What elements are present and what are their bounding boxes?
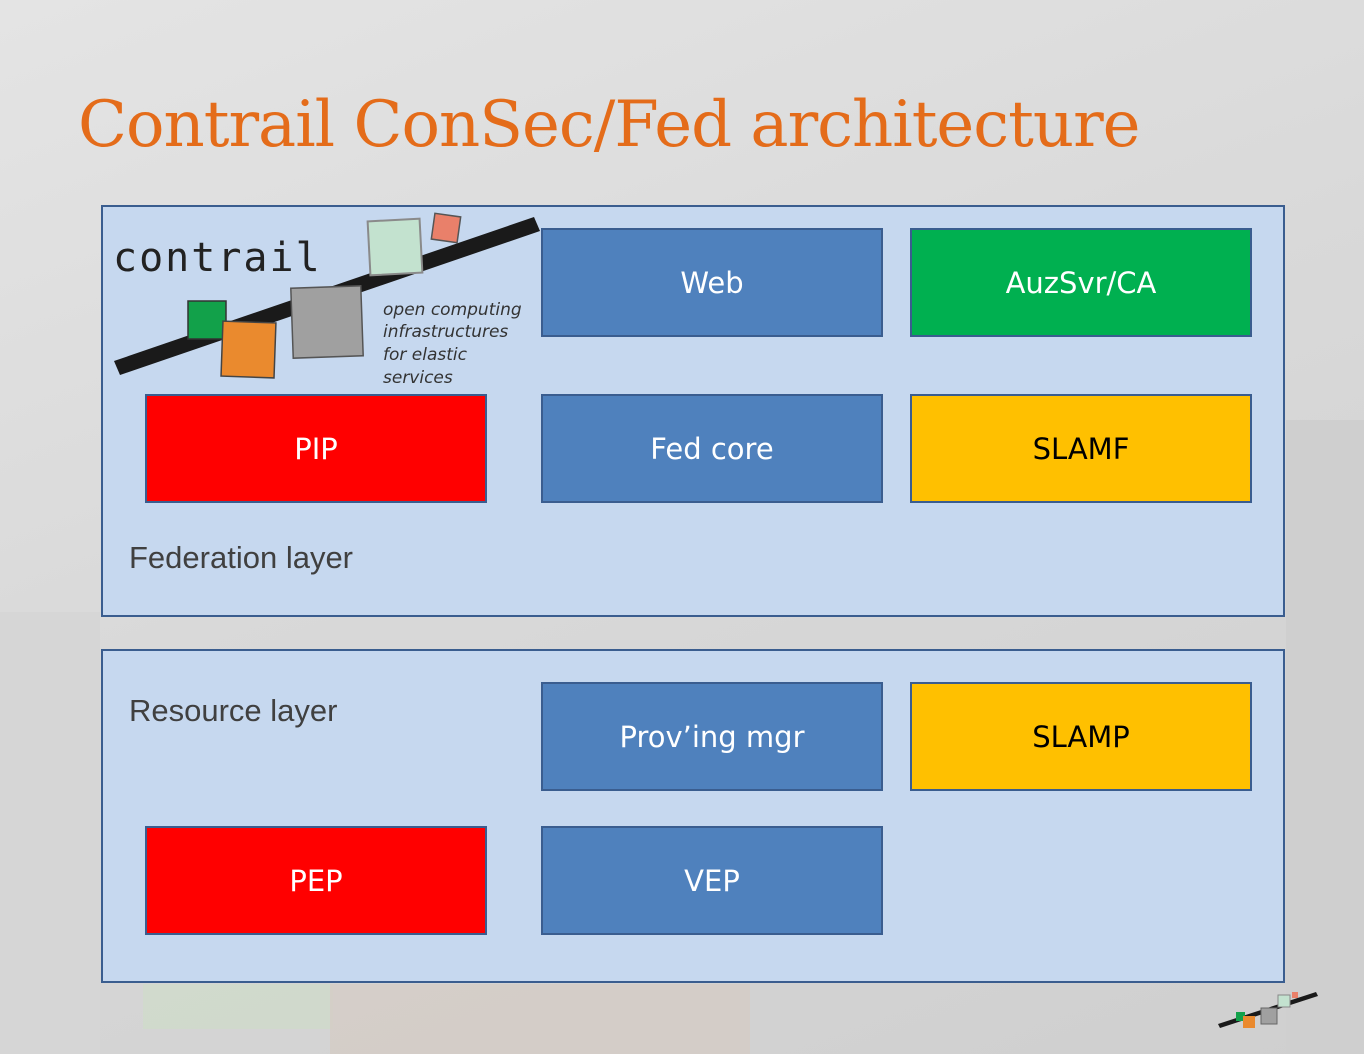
vep-box: VEP: [541, 826, 883, 935]
provisioning-manager-box: Prov’ing mgr: [541, 682, 883, 791]
fed-core-box: Fed core: [541, 394, 883, 503]
logo-wordmark: contrail: [113, 235, 322, 281]
box-label: Prov’ing mgr: [619, 719, 805, 754]
background-tile: [0, 612, 100, 1054]
auzsvr-ca-box: AuzSvr/CA: [910, 228, 1252, 337]
box-label: Fed core: [650, 431, 774, 466]
logo-tagline-line: services: [383, 368, 453, 388]
box-label: VEP: [684, 863, 740, 898]
box-label: SLAMF: [1032, 431, 1130, 466]
logo-tagline-line: infrastructures: [383, 322, 508, 342]
resource-layer: Resource layer Prov’ing mgr SLAMP PEP VE…: [101, 649, 1285, 983]
slide-title: Contrail ConSec/Fed architecture: [78, 88, 1141, 162]
background-tile: [330, 984, 750, 1054]
contrail-logo-icon: contrail open computing infrastructures …: [113, 212, 540, 388]
logo-tagline-line: for elastic: [383, 345, 468, 365]
logo-tagline-line: open computing: [383, 300, 522, 320]
pep-box: PEP: [145, 826, 487, 935]
background-tile: [1286, 420, 1364, 1054]
background-tile: [143, 984, 333, 1029]
box-label: PIP: [294, 431, 338, 466]
box-label: AuzSvr/CA: [1005, 265, 1157, 300]
contrail-corner-logo-icon: [1218, 992, 1318, 1028]
web-box: Web: [541, 228, 883, 337]
box-label: SLAMP: [1032, 719, 1130, 754]
box-label: Web: [680, 265, 744, 300]
federation-layer: contrail open computing infrastructures …: [101, 205, 1285, 617]
federation-layer-label: Federation layer: [129, 540, 354, 575]
pip-box: PIP: [145, 394, 487, 503]
slamf-box: SLAMF: [910, 394, 1252, 503]
slamp-box: SLAMP: [910, 682, 1252, 791]
resource-layer-label: Resource layer: [129, 693, 338, 728]
box-label: PEP: [289, 863, 343, 898]
